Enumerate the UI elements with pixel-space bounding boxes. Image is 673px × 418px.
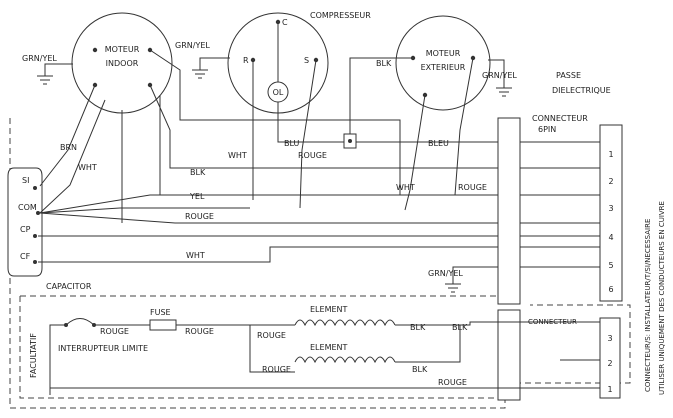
ground-1: GRN/YEL <box>22 54 73 85</box>
connector3-pin-1: 1 <box>607 385 612 394</box>
connector3-pin-2: 2 <box>607 359 612 368</box>
connector6-pin-4: 4 <box>608 233 613 242</box>
side-note-line-2: UTILISER UNIQUEMENT DES CONDUCTEURS EN C… <box>658 201 666 395</box>
wire-rouge-label-3: ROUGE <box>458 183 487 192</box>
limit-switch-label: INTERRUPTEUR LIMITE <box>58 344 148 353</box>
indoor-enclosure-dashed <box>9 118 506 409</box>
wire-wht-label-4: WHT <box>186 251 205 260</box>
connector3-label: CONNECTEUR <box>528 318 577 326</box>
wire-wht-label-1: WHT <box>78 163 97 172</box>
wire-wht-label-2: WHT <box>228 151 247 160</box>
ground-2: GRN/YEL <box>175 41 230 79</box>
compressor-r-label: R <box>243 56 249 65</box>
connector6-pin-3: 3 <box>608 204 613 213</box>
ground-1-label: GRN/YEL <box>22 54 57 63</box>
ground-3: GRN/YEL <box>482 59 517 97</box>
wire-rouge-label-5: ROUGE <box>185 327 214 336</box>
wire-bleu-label: BLEU <box>428 139 449 148</box>
heater-enclosure-dashed <box>19 295 501 399</box>
passe-label-1: PASSE <box>556 71 581 80</box>
wire-wht-label-3: WHT <box>396 183 415 192</box>
wire-blk-label-3: BLK <box>410 323 426 332</box>
wires: BRN WHT WHT BLK YEL ROUGE WHT ROUGE BLU … <box>38 49 610 293</box>
dielectric-pass-bar <box>497 117 521 305</box>
wire-blu-label: BLU <box>284 139 300 148</box>
capacitor-label: CAPACITOR <box>46 282 92 291</box>
exterior-motor: MOTEUR EXTERIEUR <box>395 15 491 111</box>
ground-4-label: GRN/YEL <box>428 269 463 278</box>
indoor-motor: MOTEUR INDOOR <box>71 12 173 114</box>
fuse-label: FUSE <box>150 308 171 317</box>
capacitor-cf-label: CF <box>20 252 31 261</box>
ground-2-label: GRN/YEL <box>175 41 210 50</box>
heater-1-label: ELEMENT <box>310 305 348 314</box>
compressor-ol-label: OL <box>273 88 284 97</box>
connector6-label-2: 6PIN <box>538 125 556 134</box>
compressor-label: COMPRESSEUR <box>310 11 371 20</box>
connector-3pin: CONNECTEUR 3 2 1 <box>528 317 621 399</box>
connector3-pin-3: 3 <box>607 334 612 343</box>
exterior-motor-label-2: EXTERIEUR <box>421 63 466 72</box>
indoor-motor-label-1: MOTEUR <box>105 45 140 54</box>
capacitor: SI COM CP CF CAPACITOR <box>7 167 92 291</box>
side-note-line-1: CONNECTEUR/S: INSTALLATEUR/T/SI/NECESSAI… <box>644 219 652 392</box>
compressor-c-label: C <box>282 18 288 27</box>
wire-blk-label-5: BLK <box>412 365 428 374</box>
wire-rouge-label-8: ROUGE <box>438 378 467 387</box>
wire-rouge-label-6: ROUGE <box>257 331 286 340</box>
wire-blk-label-2: BLK <box>376 59 392 68</box>
connector-6pin: CONNECTEUR 6PIN 1 2 3 4 5 6 <box>532 114 623 302</box>
capacitor-cp-label: CP <box>20 225 31 234</box>
compressor-s-label: S <box>304 56 309 65</box>
heater-section: FACULTATIF INTERRUPTEUR LIMITE ROUGE FUS… <box>29 305 600 395</box>
wire-rouge-label-7: ROUGE <box>262 365 291 374</box>
wire-yel-label: YEL <box>189 192 205 201</box>
dielectric-pass-bar-lower <box>497 309 521 401</box>
ground-3-label: GRN/YEL <box>482 71 517 80</box>
wire-rouge-label-2: ROUGE <box>298 151 327 160</box>
wire-blk-label-1: BLK <box>190 168 206 177</box>
wire-rouge-label-1: ROUGE <box>185 212 214 221</box>
capacitor-com-label: COM <box>18 203 37 212</box>
connector-enclosure-dashed <box>505 304 631 384</box>
indoor-motor-label-2: INDOOR <box>106 59 139 68</box>
heater-2-label: ELEMENT <box>310 343 348 352</box>
connector6-pin-1: 1 <box>608 150 613 159</box>
connector6-pin-2: 2 <box>608 177 613 186</box>
wire-rouge-label-4: ROUGE <box>100 327 129 336</box>
wire-brn-label: BRN <box>60 143 77 152</box>
capacitor-si-label: SI <box>22 176 29 185</box>
connector6-label-1: CONNECTEUR <box>532 114 588 123</box>
connector6-pin-5: 5 <box>608 261 613 270</box>
connector6-pin-6: 6 <box>608 285 613 294</box>
passe-label-2: DIELECTRIQUE <box>552 86 611 95</box>
facultatif-label: FACULTATIF <box>29 333 38 378</box>
exterior-motor-label-1: MOTEUR <box>426 49 461 58</box>
